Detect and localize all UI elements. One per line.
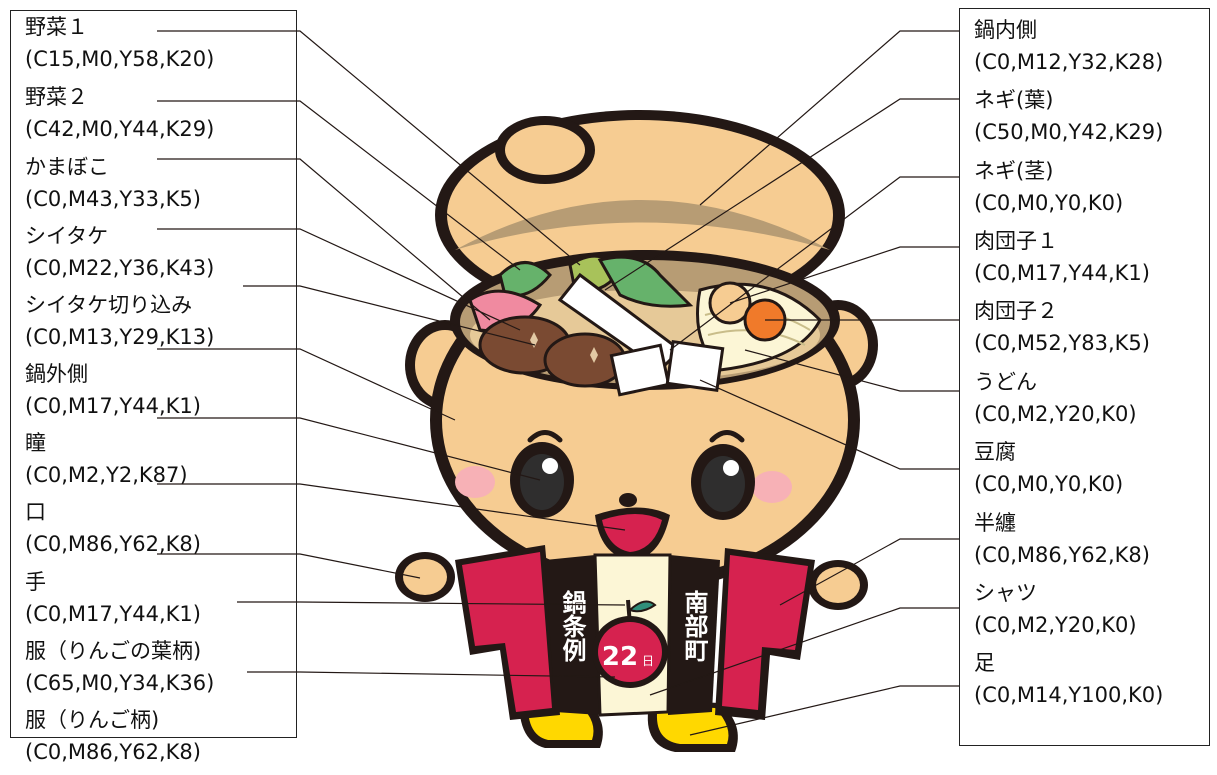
- right-label-cmyk: (C0,M0,Y0,K0): [974, 191, 1124, 215]
- left-label-name: 服（りんご柄): [25, 708, 160, 732]
- left-label-cmyk: (C0,M86,Y62,K8): [25, 740, 201, 764]
- right-label-panel: 鍋内側 (C0,M12,Y32,K28) ネギ(葉) (C50,M0,Y42,K29)…: [959, 8, 1210, 746]
- left-label-name: シイタケ切り込み: [25, 293, 193, 317]
- right-label-cmyk: (C0,M86,Y62,K8): [974, 543, 1150, 567]
- right-label-entry: 半纏 (C0,M86,Y62,K8): [974, 507, 1150, 571]
- left-label-name: 瞳: [25, 431, 46, 455]
- right-label-entry: ネギ(葉) (C50,M0,Y42,K29): [974, 84, 1163, 148]
- left-label-entry: 口 (C0,M86,Y62,K8): [25, 496, 201, 560]
- nabe-ingredients: [468, 254, 822, 397]
- right-label-name: うどん: [974, 370, 1037, 394]
- happi-right-text: 南部町: [680, 590, 708, 662]
- left-label-name: 口: [25, 500, 46, 524]
- left-label-entry: 服（りんご柄) (C0,M86,Y62,K8): [25, 704, 201, 768]
- right-label-cmyk: (C0,M12,Y32,K28): [974, 50, 1164, 74]
- right-label-name: 半纏: [974, 511, 1016, 535]
- right-label-cmyk: (C0,M14,Y100,K0): [974, 683, 1164, 707]
- right-label-cmyk: (C0,M2,Y20,K0): [974, 402, 1137, 426]
- left-label-entry: シイタケ切り込み (C0,M13,Y29,K13): [25, 289, 214, 353]
- right-leader-lines: [604, 30, 959, 736]
- left-label-cmyk: (C0,M22,Y36,K43): [25, 256, 215, 280]
- apple-number: 22: [602, 642, 638, 672]
- left-label-cmyk: (C42,M0,Y44,K29): [25, 117, 215, 141]
- left-label-entry: 手 (C0,M17,Y44,K1): [25, 566, 201, 630]
- left-label-cmyk: (C0,M17,Y44,K1): [25, 394, 201, 418]
- right-label-entry: ネギ(茎) (C0,M0,Y0,K0): [974, 155, 1123, 219]
- left-label-cmyk: (C0,M43,Y33,K5): [25, 187, 201, 211]
- left-label-entry: 野菜１ (C15,M0,Y58,K20): [25, 11, 214, 75]
- right-label-entry: 肉団子２ (C0,M52,Y83,K5): [974, 295, 1150, 359]
- right-label-name: 足: [974, 651, 995, 675]
- right-label-name: 豆腐: [974, 440, 1016, 464]
- right-label-name: シャツ: [974, 581, 1037, 605]
- left-label-entry: 服（りんごの葉柄) (C65,M0,Y34,K36): [25, 635, 214, 699]
- left-label-cmyk: (C65,M0,Y34,K36): [25, 671, 215, 695]
- right-label-name: 肉団子２: [974, 299, 1058, 323]
- left-label-name: 手: [25, 570, 46, 594]
- apple-unit: 日: [642, 654, 654, 668]
- left-label-cmyk: (C0,M13,Y29,K13): [25, 325, 215, 349]
- happi-coat: [455, 545, 815, 720]
- right-label-name: 鍋内側: [974, 18, 1037, 42]
- hands: [395, 552, 868, 610]
- left-label-cmyk: (C0,M2,Y2,K87): [25, 463, 188, 487]
- left-label-cmyk: (C0,M17,Y44,K1): [25, 602, 201, 626]
- left-label-cmyk: (C15,M0,Y58,K20): [25, 47, 215, 71]
- left-label-entry: 瞳 (C0,M2,Y2,K87): [25, 427, 188, 491]
- left-label-panel: 野菜１ (C15,M0,Y58,K20) 野菜２ (C42,M0,Y44,K29) かま…: [10, 10, 297, 764]
- left-label-name: 服（りんごの葉柄): [25, 639, 202, 663]
- right-label-cmyk: (C0,M52,Y83,K5): [974, 331, 1150, 355]
- left-label-name: 鍋外側: [25, 362, 88, 386]
- right-label-cmyk: (C0,M17,Y44,K1): [974, 261, 1150, 285]
- left-label-name: 野菜１: [25, 15, 88, 39]
- left-label-name: 野菜２: [25, 85, 88, 109]
- left-label-entry: 鍋外側 (C0,M17,Y44,K1): [25, 358, 201, 422]
- right-label-entry: 豆腐 (C0,M0,Y0,K0): [974, 436, 1123, 500]
- right-label-cmyk: (C0,M2,Y20,K0): [974, 613, 1137, 637]
- left-label-name: かまぼこ: [25, 155, 109, 179]
- left-label-name: シイタケ: [25, 224, 109, 248]
- right-label-entry: シャツ (C0,M2,Y20,K0): [974, 577, 1137, 641]
- right-label-cmyk: (C0,M0,Y0,K0): [974, 472, 1124, 496]
- right-label-name: ネギ(葉): [974, 88, 1054, 112]
- right-label-name: 肉団子１: [974, 229, 1058, 253]
- left-label-cmyk: (C0,M86,Y62,K8): [25, 532, 201, 556]
- left-label-entry: 野菜２ (C42,M0,Y44,K29): [25, 81, 214, 145]
- happi-left-text: 鍋条例: [558, 589, 586, 662]
- left-leader-lines: [157, 30, 626, 678]
- right-label-cmyk: (C50,M0,Y42,K29): [974, 120, 1164, 144]
- right-label-entry: 足 (C0,M14,Y100,K0): [974, 647, 1163, 711]
- face: [455, 430, 792, 560]
- right-label-entry: うどん (C0,M2,Y20,K0): [974, 366, 1137, 430]
- apple-emblem: 22 日: [592, 599, 668, 688]
- right-label-entry: 肉団子１ (C0,M17,Y44,K1): [974, 225, 1150, 289]
- happi-text: 鍋条例 南部町: [558, 589, 708, 662]
- right-label-name: ネギ(茎): [974, 159, 1054, 183]
- left-label-entry: かまぼこ (C0,M43,Y33,K5): [25, 151, 201, 215]
- right-label-entry: 鍋内側 (C0,M12,Y32,K28): [974, 14, 1163, 78]
- left-label-entry: シイタケ (C0,M22,Y36,K43): [25, 220, 214, 284]
